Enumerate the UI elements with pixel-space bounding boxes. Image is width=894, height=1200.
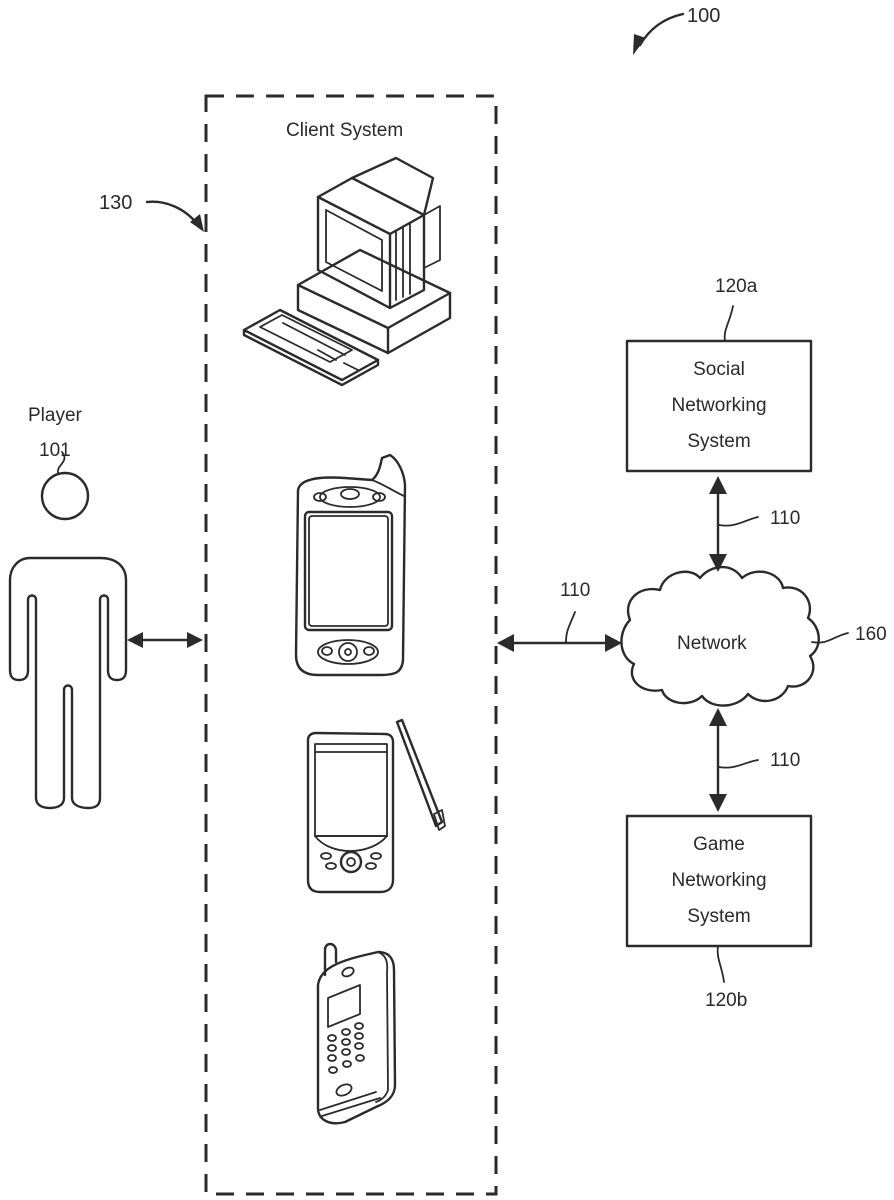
client-system-ref-arrow-icon	[147, 202, 204, 232]
social-line-2: Networking	[627, 388, 811, 424]
desktop-computer-icon	[244, 158, 450, 385]
game-line-1: Game	[627, 827, 811, 863]
pocket-pc-icon	[308, 720, 445, 892]
social-networking-label: Social Networking System	[627, 352, 811, 460]
network-label: Network	[677, 633, 747, 655]
network-game-connection	[709, 708, 758, 812]
client-system-reference: 130	[99, 192, 132, 215]
client-network-connection	[497, 612, 622, 652]
player-label: Player	[28, 405, 82, 427]
player-client-connection	[127, 632, 203, 648]
game-networking-label: Game Networking System	[627, 827, 811, 935]
client-system-boundary	[206, 96, 496, 1194]
figure-reference-number: 100	[687, 5, 720, 28]
network-reference: 160	[855, 624, 887, 646]
figure-ref-arrow-icon	[633, 14, 683, 55]
player-figure-icon	[10, 452, 126, 808]
game-line-3: System	[627, 899, 811, 935]
keypad-icon	[328, 1023, 364, 1073]
mobile-phone-icon	[318, 944, 395, 1123]
social-line-3: System	[627, 424, 811, 460]
client-connection-reference: 110	[560, 580, 590, 602]
social-reference: 120a	[715, 276, 757, 298]
social-network-connection	[709, 476, 758, 572]
pda-phone-icon	[296, 455, 405, 675]
game-line-2: Networking	[627, 863, 811, 899]
social-connection-reference: 110	[770, 508, 800, 530]
game-connection-reference: 110	[770, 750, 800, 772]
client-system-label: Client System	[286, 120, 403, 142]
player-reference: 101	[39, 440, 71, 462]
social-line-1: Social	[627, 352, 811, 388]
game-reference: 120b	[705, 990, 747, 1012]
